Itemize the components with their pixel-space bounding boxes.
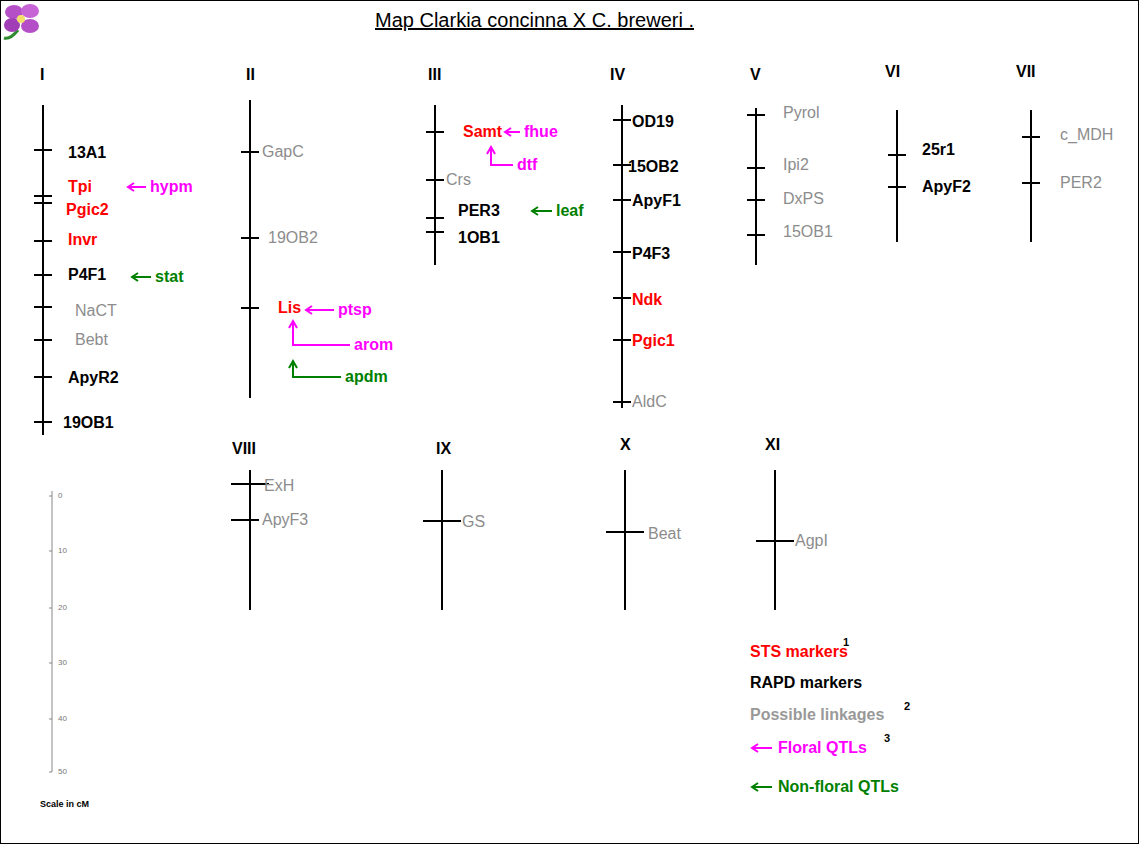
chromosome-number: X <box>620 436 631 454</box>
marker-label: Lis <box>278 299 301 317</box>
marker-label: AldC <box>632 393 667 411</box>
marker-label: GapC <box>262 143 304 161</box>
chromosome-number: XI <box>765 436 780 454</box>
chromosome-number: V <box>750 66 761 84</box>
footnote-number: 2 <box>904 700 910 712</box>
marker-label: P4F1 <box>68 266 106 284</box>
marker-label: Beat <box>648 525 681 543</box>
legend-arrow <box>750 742 774 754</box>
marker-label: 19OB1 <box>63 414 114 432</box>
legend-text: Possible linkages <box>750 706 884 723</box>
marker-label: P4F3 <box>632 245 670 263</box>
marker-label: PER3 <box>458 202 500 220</box>
marker-label: PER2 <box>1060 174 1102 192</box>
scale-label: 40 <box>58 715 67 724</box>
marker-label: NaCT <box>75 302 117 320</box>
legend-entry: STS markers <box>750 643 848 661</box>
marker-label: ApyR2 <box>68 369 119 387</box>
chromosome-number: IX <box>436 440 451 458</box>
footnote-number: 3 <box>884 732 890 744</box>
legend-entry: Possible linkages <box>750 706 884 724</box>
qtl-label: hypm <box>150 178 193 196</box>
scale-label: 30 <box>58 659 67 668</box>
map-title: Map Clarkia concinna X C. breweri . <box>375 9 694 31</box>
qtl-label: stat <box>155 268 183 286</box>
qtl-label: ptsp <box>338 301 372 319</box>
marker-label: Pgic2 <box>66 201 109 219</box>
qtl-label: dtf <box>517 156 537 174</box>
chromosome-number: II <box>246 66 255 84</box>
chromosome-number: III <box>428 66 441 84</box>
marker-label: ApyF1 <box>632 192 681 210</box>
marker-label: Invr <box>68 231 97 249</box>
legend-text: RAPD markers <box>750 674 862 691</box>
scale-bar <box>49 491 52 772</box>
marker-label: 15OB2 <box>628 158 679 176</box>
marker-label: DxPS <box>783 190 824 208</box>
qtl-label: fhue <box>524 123 558 141</box>
marker-label: AgpI <box>795 532 828 550</box>
marker-label: Pyrol <box>783 104 819 122</box>
marker-label: Bebt <box>75 331 108 349</box>
legend-text: STS markers <box>750 643 848 660</box>
qtl-label: arom <box>354 336 393 354</box>
marker-label: 15OB1 <box>783 223 833 241</box>
legend-text: Non-floral QTLs <box>778 778 899 795</box>
legend-arrow <box>750 781 774 793</box>
legend-entry: Non-floral QTLs <box>778 778 899 796</box>
marker-label: ExH <box>264 477 294 495</box>
marker-label: Crs <box>446 171 471 189</box>
chromosome-number: VII <box>1016 63 1036 81</box>
marker-label: OD19 <box>632 113 674 131</box>
marker-label: 13A1 <box>68 144 106 162</box>
marker-label: GS <box>462 513 485 531</box>
marker-label: 1OB1 <box>458 229 500 247</box>
marker-label: 25r1 <box>922 141 955 159</box>
floral-qtl-arrows <box>128 128 520 345</box>
qtl-label: apdm <box>345 368 388 386</box>
qtl-label: leaf <box>556 202 584 220</box>
nonfloral-qtl-arrows <box>132 207 552 377</box>
flower-icon <box>4 4 39 38</box>
legend-entry: RAPD markers <box>750 674 862 692</box>
scale-label: 50 <box>58 768 67 777</box>
scale-label: 20 <box>58 604 67 613</box>
marker-label: 19OB2 <box>268 229 318 247</box>
marker-label: Ipi2 <box>783 156 809 174</box>
marker-label: Ndk <box>632 291 662 309</box>
marker-label: Pgic1 <box>632 332 675 350</box>
legend-text: Floral QTLs <box>778 739 867 756</box>
marker-label: ApyF2 <box>922 178 971 196</box>
scale-label: Scale in cM <box>40 800 89 810</box>
legend-entry: Floral QTLs <box>778 739 867 757</box>
chromosome-number: VIII <box>232 440 256 458</box>
marker-label: Samt <box>463 123 502 141</box>
scale-label: 10 <box>58 547 67 556</box>
chromosome-number: VI <box>885 63 900 81</box>
marker-label: c_MDH <box>1060 126 1113 144</box>
chromosomes <box>34 100 1040 610</box>
marker-label: Tpi <box>68 178 92 196</box>
marker-label: ApyF3 <box>262 511 308 529</box>
chromosome-number: I <box>40 66 44 84</box>
scale-label: 0 <box>58 492 62 501</box>
chromosome-number: IV <box>610 66 625 84</box>
